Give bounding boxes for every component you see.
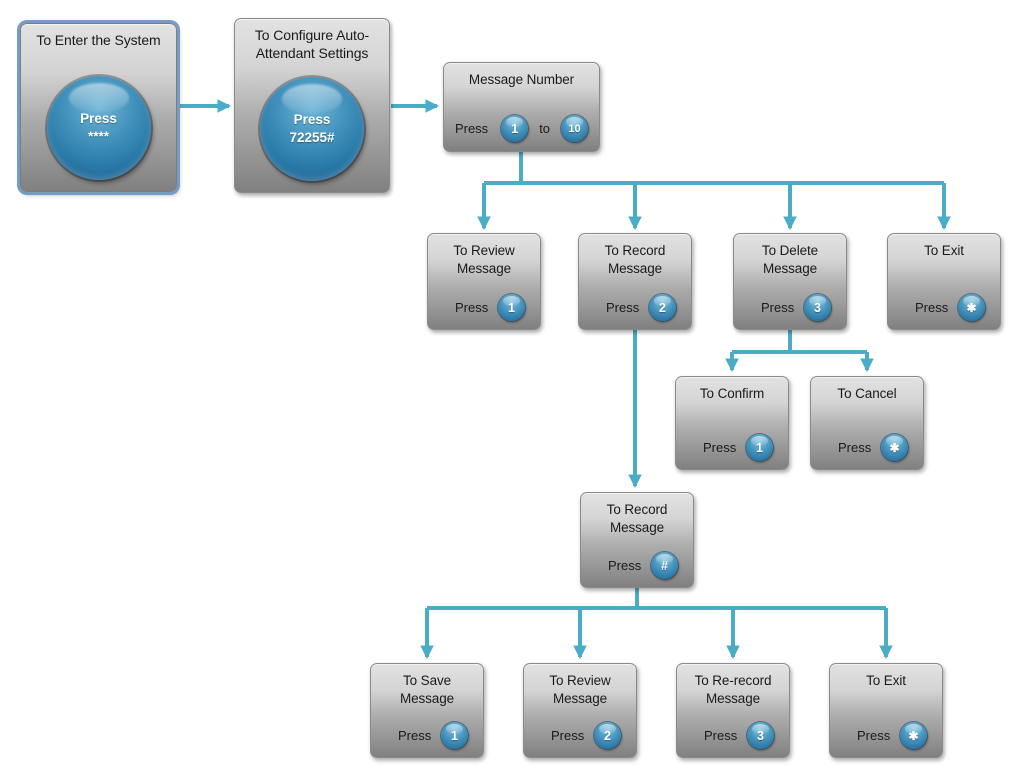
- press-row: Press ✱: [830, 722, 942, 749]
- node-title: To Confirm: [699, 386, 765, 401]
- node-to-enter-the-system[interactable]: To Enter the System Press ****: [20, 23, 177, 192]
- key-button-1: 1: [441, 722, 468, 749]
- press-row: Press 3: [677, 722, 789, 749]
- node-to-review-message-1[interactable]: To Review Message Press 1: [427, 233, 541, 330]
- node-to-record-message-1[interactable]: To Record Message Press 2: [578, 233, 692, 330]
- node-title: To Record Message: [604, 243, 666, 276]
- key-button-star: ✱: [958, 294, 985, 321]
- press-row: Press 1: [428, 294, 540, 321]
- node-title: To Exit: [866, 673, 906, 688]
- press-label: Press: [608, 558, 642, 573]
- node-message-number[interactable]: Message Number Press 1 to 10: [443, 62, 600, 152]
- node-to-cancel[interactable]: To Cancel Press ✱: [810, 376, 924, 470]
- press-label: Press: [703, 440, 737, 455]
- press-row: Press ✱: [811, 434, 923, 461]
- node-to-confirm[interactable]: To Confirm Press 1: [675, 376, 789, 470]
- press-row: Press 1: [676, 434, 788, 461]
- press-row: Press 2: [524, 722, 636, 749]
- key-button-hash: #: [651, 552, 678, 579]
- node-to-review-message-2[interactable]: To Review Message Press 2: [523, 663, 637, 758]
- node-title: To Re-record Message: [694, 673, 772, 706]
- press-label: Press: [454, 121, 489, 136]
- press-button-code: 72255#: [289, 130, 335, 145]
- key-button-star: ✱: [900, 722, 927, 749]
- node-title: To Review Message: [453, 243, 515, 276]
- key-button-star: ✱: [881, 434, 908, 461]
- key-button-1: 1: [746, 434, 773, 461]
- node-to-delete-message[interactable]: To Delete Message Press 3: [733, 233, 847, 330]
- key-button-3: 3: [747, 722, 774, 749]
- node-title: To Review Message: [549, 673, 611, 706]
- node-to-record-message-2[interactable]: To Record Message Press #: [580, 492, 694, 588]
- node-title: To Delete Message: [761, 243, 819, 276]
- node-to-re-record-message[interactable]: To Re-record Message Press 3: [676, 663, 790, 758]
- node-to-save-message[interactable]: To Save Message Press 1: [370, 663, 484, 758]
- key-button-1: 1: [501, 115, 529, 142]
- node-title: To Configure Auto-Attendant Settings: [254, 27, 370, 62]
- node-title: To Record Message: [606, 502, 668, 535]
- press-label: Press: [915, 300, 949, 315]
- press-label: Press: [606, 300, 640, 315]
- press-row: Press 2: [579, 294, 691, 321]
- key-button-10: 10: [561, 115, 589, 142]
- press-row: Press ✱: [888, 294, 1000, 321]
- node-to-configure-auto-attendant-settings[interactable]: To Configure Auto-Attendant Settings Pre…: [234, 18, 390, 193]
- node-title: To Exit: [924, 243, 964, 258]
- press-row: Press 3: [734, 294, 846, 321]
- press-row: Press 1: [371, 722, 483, 749]
- node-title: To Cancel: [837, 386, 897, 401]
- press-label: Press: [761, 300, 795, 315]
- key-button-2: 2: [649, 294, 676, 321]
- to-label: to: [539, 121, 551, 136]
- node-to-exit-2[interactable]: To Exit Press ✱: [829, 663, 943, 758]
- key-button-2: 2: [594, 722, 621, 749]
- press-label: Press: [857, 728, 891, 743]
- press-label: Press: [551, 728, 585, 743]
- node-title: To Save Message: [399, 673, 455, 706]
- node-title: To Enter the System: [36, 32, 161, 48]
- press-button-72255: Press 72255#: [260, 77, 364, 181]
- press-label: Press: [398, 728, 432, 743]
- press-button-access-code: Press ****: [46, 76, 151, 180]
- press-label: Press: [704, 728, 738, 743]
- press-label: Press: [838, 440, 872, 455]
- press-range-row: Press 1 to 10: [444, 115, 599, 142]
- key-button-3: 3: [804, 294, 831, 321]
- press-label: Press: [455, 300, 489, 315]
- press-row: Press #: [581, 552, 693, 579]
- node-to-exit-1[interactable]: To Exit Press ✱: [887, 233, 1001, 330]
- press-button-label: Press: [293, 111, 331, 127]
- press-button-code: ****: [87, 129, 109, 144]
- key-button-1: 1: [498, 294, 525, 321]
- press-button-label: Press: [80, 110, 117, 126]
- node-title: Message Number: [468, 72, 575, 87]
